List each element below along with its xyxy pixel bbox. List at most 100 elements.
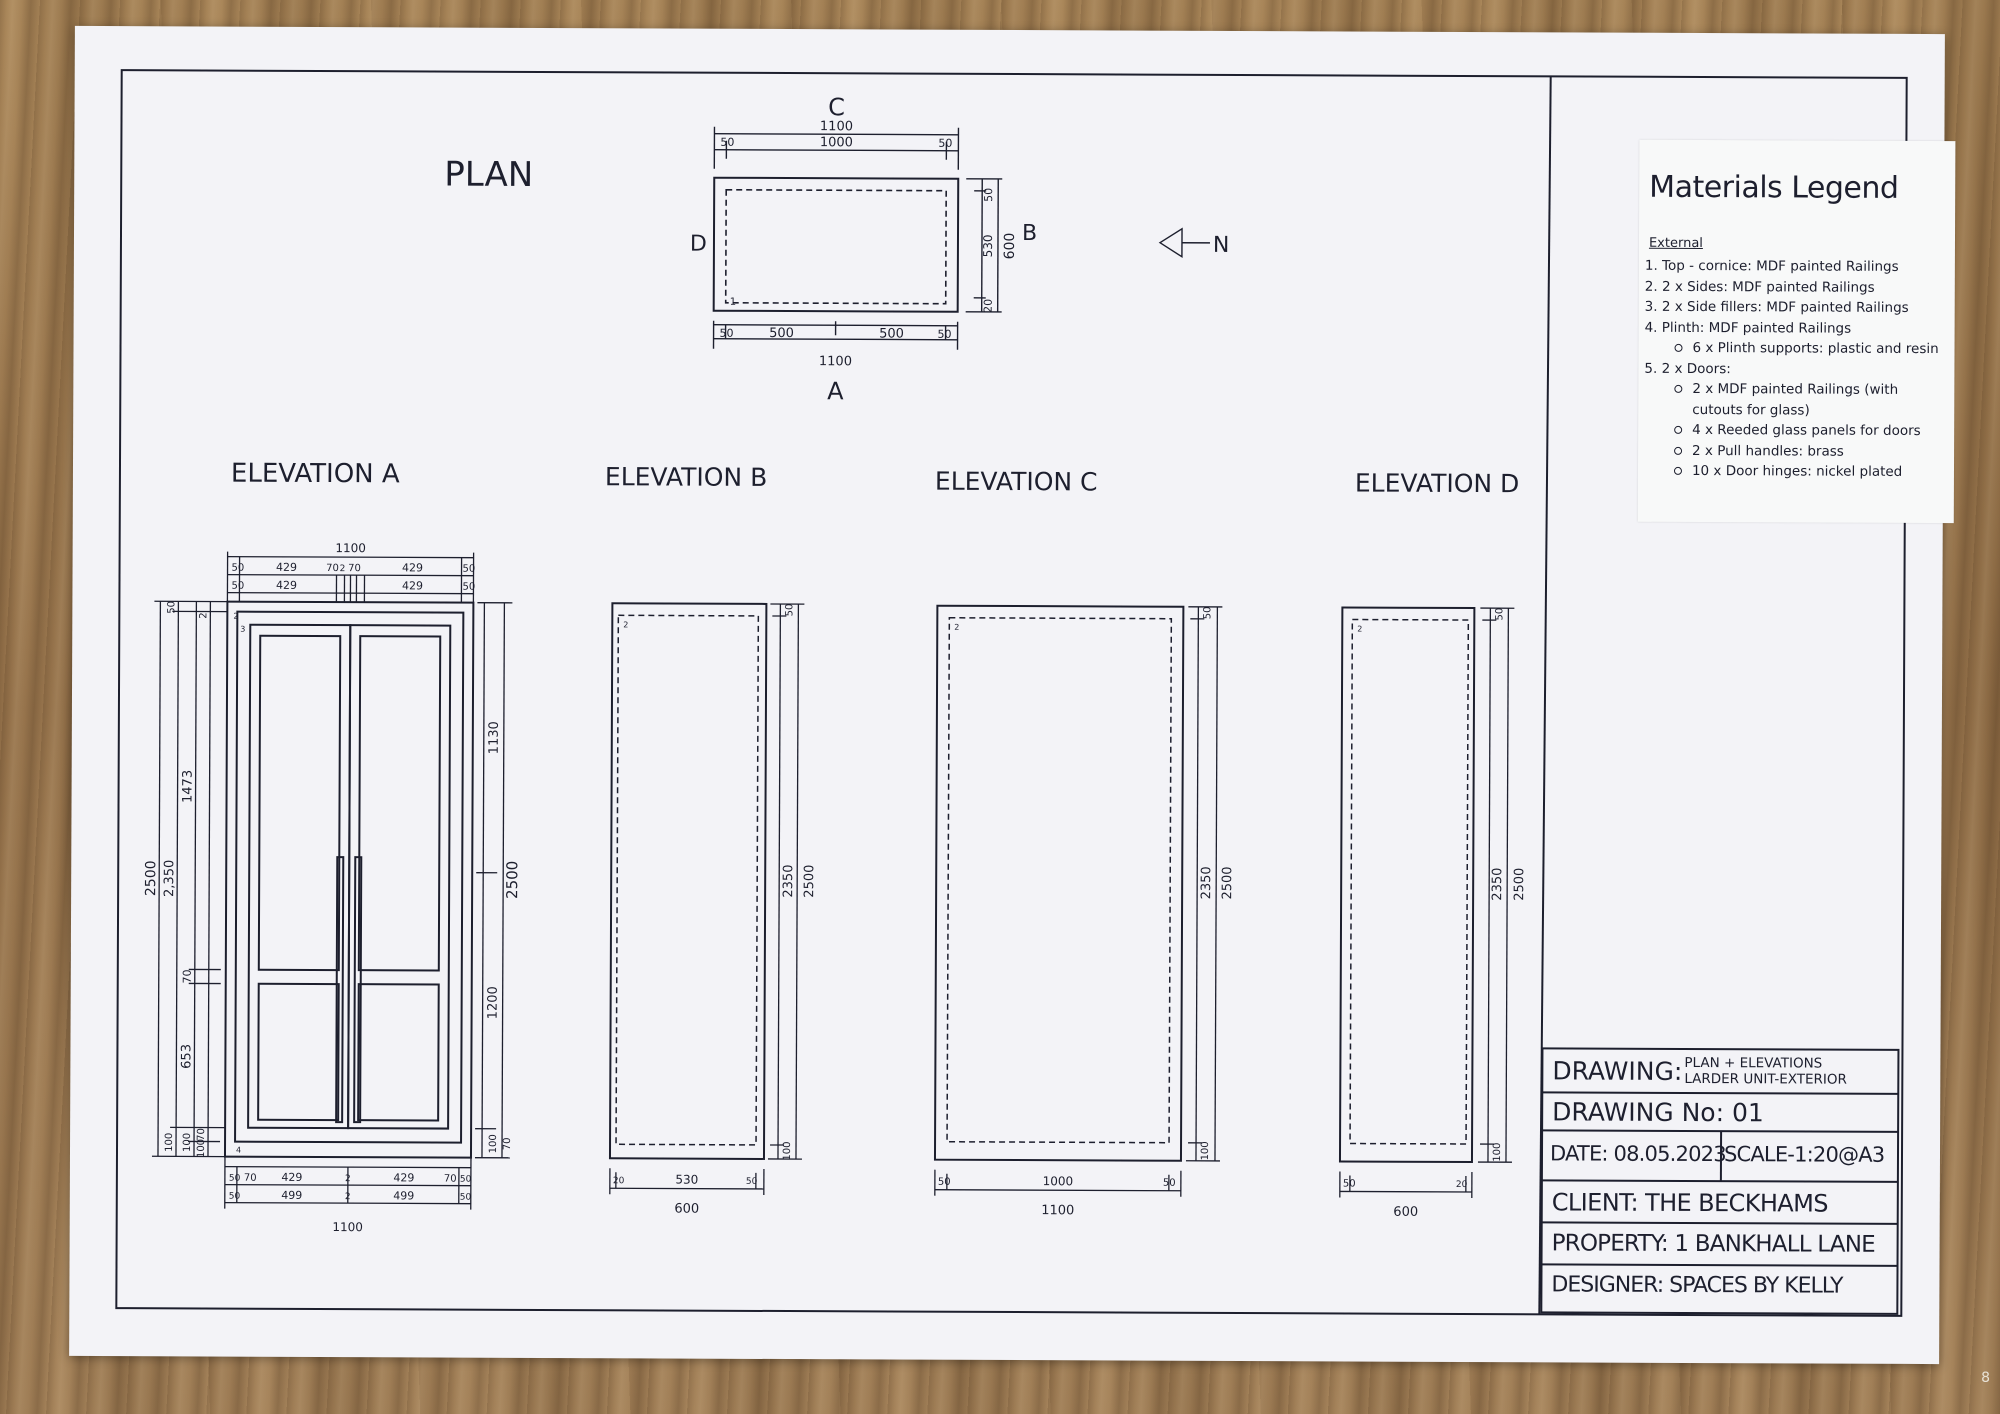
- legend-subitem: 2 x MDF painted Railings (with cutouts f…: [1644, 379, 1949, 421]
- elev-c-right-1: 2350: [1199, 866, 1214, 899]
- elev-a-left-9: 100: [196, 1139, 207, 1158]
- elev-a-top-r1-6: 50: [463, 564, 476, 575]
- drawing-date: DATE: 08.05.2023: [1549, 1141, 1726, 1167]
- legend-item: 3. 2 x Side fillers: MDF painted Railing…: [1644, 298, 1909, 316]
- elev-a-top-r1-0: 50: [232, 563, 245, 574]
- drawing-canvas: PLAN: [115, 69, 1908, 1317]
- elev-d-bot-0: 50: [1343, 1178, 1356, 1189]
- elev-b-bot-1: 530: [675, 1173, 698, 1187]
- elevation-d-side-panel: [1338, 606, 1476, 1164]
- elev-a-bot-r2-3: 499: [393, 1189, 414, 1202]
- elevation-c-back-panel: [933, 604, 1185, 1162]
- elev-a-bot-r2-0: 50: [229, 1192, 241, 1202]
- plan-bottom-right-mid: 500: [879, 326, 904, 341]
- elev-b-right-0: 50: [784, 604, 795, 617]
- plan-side-middle: 530: [981, 234, 995, 257]
- door-right-top-panel: [357, 635, 442, 972]
- elevation-b-title: ELEVATION B: [605, 462, 767, 492]
- plan-bottom-left-mid: 500: [769, 326, 794, 341]
- legend-subitem: 10 x Door hinges: nickel plated: [1644, 461, 1949, 483]
- elev-a-bot-r1-5: 70: [444, 1174, 457, 1185]
- legend-item: 2. 2 x Sides: MDF painted Railings: [1644, 278, 1875, 296]
- legend-subtitle: External: [1648, 235, 1703, 252]
- legend-subitem: 4 x Reeded glass panels for doors: [1644, 420, 1949, 442]
- legend-item: 5. 2 x Doors:: [1644, 360, 1731, 377]
- elev-a-bottom-overall: 1100: [332, 1220, 363, 1234]
- elev-a-marker-4: 4: [236, 1146, 241, 1155]
- elev-a-left-5: 100: [164, 1133, 175, 1152]
- plan-bottom-overall: 1100: [819, 354, 852, 369]
- legend-subitem-text: 4 x Reeded glass panels for doors: [1692, 421, 1921, 439]
- legend-subitem-text: 2 x MDF painted Railings (with cutouts f…: [1692, 380, 1899, 418]
- plan-north-label: N: [1213, 233, 1230, 258]
- elev-a-top-r1-4: 70: [348, 563, 361, 574]
- plan-side-c: C: [828, 93, 845, 121]
- designer: DESIGNER: SPACES BY KELLY: [1551, 1272, 1843, 1299]
- elev-a-marker-2: 2: [233, 612, 238, 621]
- elev-a-right-3: 100: [488, 1134, 499, 1153]
- bullet-circle-icon: [1674, 446, 1683, 455]
- elev-b-right-3: 100: [782, 1141, 793, 1160]
- elev-a-bot-r2-4: 50: [460, 1193, 472, 1203]
- elev-b-marker: 2: [623, 620, 628, 629]
- elev-a-bot-r2-2: 2: [345, 1192, 351, 1202]
- plan-title: PLAN: [444, 155, 533, 195]
- page-number: 8: [1981, 1370, 1990, 1386]
- elev-d-right-3: 100: [1492, 1143, 1503, 1162]
- elev-a-left-3: 70: [181, 969, 194, 983]
- plan-inner-dashed: [724, 188, 948, 305]
- pull-handle-left: [335, 856, 345, 1124]
- elev-a-right-2: 1200: [486, 986, 501, 1019]
- elev-a-left-2: 1473: [181, 770, 196, 803]
- elevation-c: ELEVATION C 2 50 2350: [933, 467, 1235, 1218]
- title-column-divider: [1538, 76, 1552, 1315]
- legend-subitem-text: 2 x Pull handles: brass: [1692, 442, 1844, 460]
- plan-top-overall: 1100: [820, 119, 853, 134]
- elev-a-bot-r1-3: 2: [345, 1174, 351, 1184]
- drawing-scale: SCALE-1:20@A3: [1723, 1142, 1885, 1167]
- drawing-line-1: PLAN + ELEVATIONS: [1684, 1054, 1823, 1072]
- elev-c-right-3: 100: [1200, 1141, 1211, 1160]
- door-right-bottom-panel: [357, 983, 440, 1122]
- drawing-description: PLAN + ELEVATIONS LARDER UNIT-EXTERIOR: [1684, 1055, 1847, 1088]
- legend-subitem-text: 6 x Plinth supports: plastic and resin: [1692, 339, 1939, 358]
- drawing-label: DRAWING:: [1552, 1056, 1683, 1086]
- elev-c-right-0: 50: [1202, 606, 1213, 619]
- pull-handle-right: [353, 856, 363, 1124]
- plan-top-middle: 1000: [820, 135, 853, 150]
- elevation-c-title: ELEVATION C: [935, 467, 1098, 497]
- plan-corner-marker: 1: [730, 297, 736, 308]
- elev-a-left-1: 2,350: [162, 860, 177, 897]
- elev-a-left-4: 653: [179, 1044, 194, 1069]
- elev-d-marker: 2: [1357, 625, 1362, 634]
- elev-d-right-0: 50: [1494, 608, 1505, 621]
- legend-item: 4. Plinth: MDF painted Railings: [1644, 319, 1852, 337]
- elev-a-left-7: 100: [182, 1133, 193, 1152]
- drawing-sheet: PLAN: [69, 25, 1956, 1365]
- plan-side-b: B: [1022, 221, 1037, 246]
- bullet-circle-icon: [1673, 466, 1683, 475]
- elev-a-top-r1-1: 429: [276, 561, 297, 574]
- plan-side-bottom: 20: [982, 299, 995, 313]
- elev-a-bot-r2-1: 499: [281, 1189, 302, 1202]
- elev-b-bottom-overall: 600: [674, 1202, 699, 1217]
- elev-b-bot-0: 20: [613, 1176, 625, 1186]
- elev-a-top-r1-5: 429: [402, 561, 423, 574]
- plan-top-right: 50: [938, 137, 952, 150]
- elev-b-right-1: 2350: [781, 864, 796, 897]
- elev-a-left-6: 50: [166, 601, 177, 614]
- materials-legend: Materials Legend External 1. Top - corni…: [1637, 139, 1956, 524]
- elev-d-right-1: 2350: [1490, 868, 1505, 901]
- elev-a-bot-r1-0: 50: [229, 1174, 241, 1184]
- elev-c-bot-0: 50: [938, 1177, 951, 1188]
- elevation-d-title: ELEVATION D: [1355, 469, 1520, 499]
- door-left-top-panel: [257, 634, 342, 972]
- plan-side-top: 50: [982, 188, 995, 202]
- door-left-bottom-panel: [257, 982, 340, 1122]
- property: PROPERTY: 1 BANKHALL LANE: [1551, 1230, 1875, 1258]
- plan-bottom-left: 50: [720, 327, 734, 340]
- elev-c-marker: 2: [954, 623, 959, 632]
- elevation-d: ELEVATION D 2 50 2350: [1338, 469, 1527, 1220]
- elev-a-right-1: 1130: [487, 721, 502, 754]
